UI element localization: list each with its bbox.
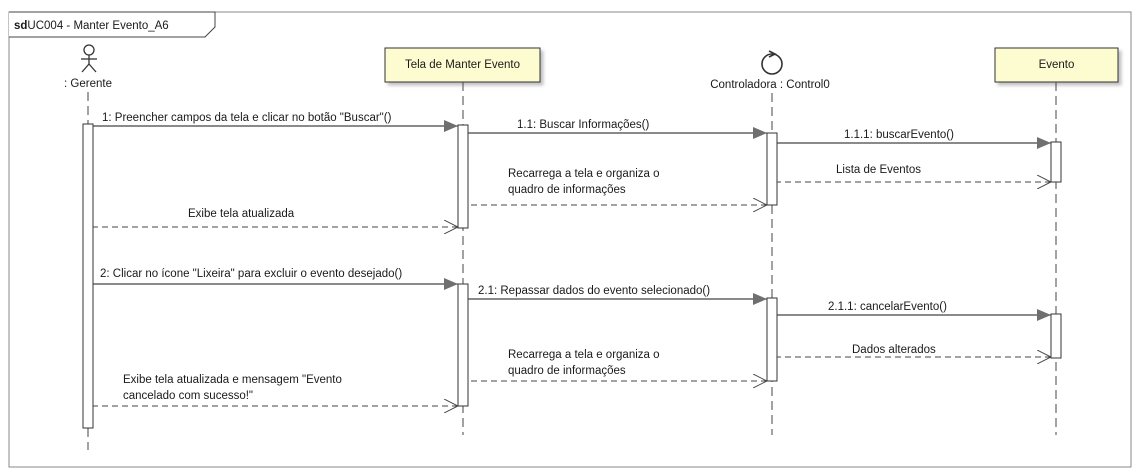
return-label-recarrega-1b: quadro de informações bbox=[508, 184, 626, 196]
lifeline-head-controladora: Controladora : Control0 bbox=[710, 50, 830, 91]
return-label-lista: Lista de Eventos bbox=[836, 164, 921, 176]
frame-keyword: sd bbox=[14, 20, 27, 32]
message-label-2-1: 2.1: Repassar dados do evento selecionad… bbox=[478, 285, 710, 297]
return-label-exibe-2b: cancelado com sucesso!" bbox=[123, 390, 253, 402]
messages-return bbox=[93, 182, 1051, 406]
return-label-recarrega-2a: Recarrega a tela e organiza o bbox=[508, 349, 660, 361]
actor-gerente: : Gerente bbox=[64, 44, 112, 90]
lifeline-head-evento: Evento bbox=[994, 47, 1119, 83]
return-label-exibe-1: Exibe tela atualizada bbox=[188, 208, 295, 220]
message-label-1: 1: Preencher campos da tela e clicar no … bbox=[102, 112, 392, 124]
activation-evento-1 bbox=[1050, 141, 1062, 183]
entity-name: Evento bbox=[1039, 59, 1075, 71]
activation-controladora-2 bbox=[766, 297, 778, 382]
frame-title: sdUC004 - Manter Evento_A6 bbox=[14, 20, 169, 32]
messages-sync bbox=[93, 120, 1051, 321]
activation-gerente bbox=[82, 123, 94, 429]
message-label-2: 2: Clicar no ícone "Lixeira" para exclui… bbox=[100, 268, 402, 280]
stick-figure-icon bbox=[81, 44, 97, 73]
actor-name: : Gerente bbox=[64, 78, 112, 90]
control-name: Controladora : Control0 bbox=[710, 79, 830, 91]
control-icon bbox=[761, 50, 783, 75]
activation-bars bbox=[82, 123, 1062, 429]
boundary-name: Tela de Manter Evento bbox=[405, 59, 520, 71]
message-label-2-1-1: 2.1.1: cancelarEvento() bbox=[828, 301, 947, 313]
activation-tela-1 bbox=[457, 124, 469, 229]
return-label-recarrega-2b: quadro de informações bbox=[508, 365, 626, 377]
lifeline-head-tela: Tela de Manter Evento bbox=[384, 47, 541, 83]
activation-evento-2 bbox=[1050, 313, 1062, 359]
return-label-dados: Dados alterados bbox=[852, 344, 936, 356]
activation-controladora-1 bbox=[766, 132, 778, 206]
message-label-1-1-1: 1.1.1: buscarEvento() bbox=[844, 129, 954, 141]
return-label-exibe-2a: Exibe tela atualizada e mensagem "Evento bbox=[123, 374, 342, 386]
activation-tela-2 bbox=[457, 283, 469, 407]
message-label-1-1: 1.1: Buscar Informações() bbox=[517, 119, 649, 131]
message-labels: 1: Preencher campos da tela e clicar no … bbox=[100, 112, 954, 402]
frame-name: UC004 - Manter Evento_A6 bbox=[27, 20, 168, 32]
return-label-recarrega-1a: Recarrega a tela e organiza o bbox=[508, 168, 660, 180]
sequence-frame: sdUC004 - Manter Evento_A6 bbox=[8, 11, 1132, 468]
